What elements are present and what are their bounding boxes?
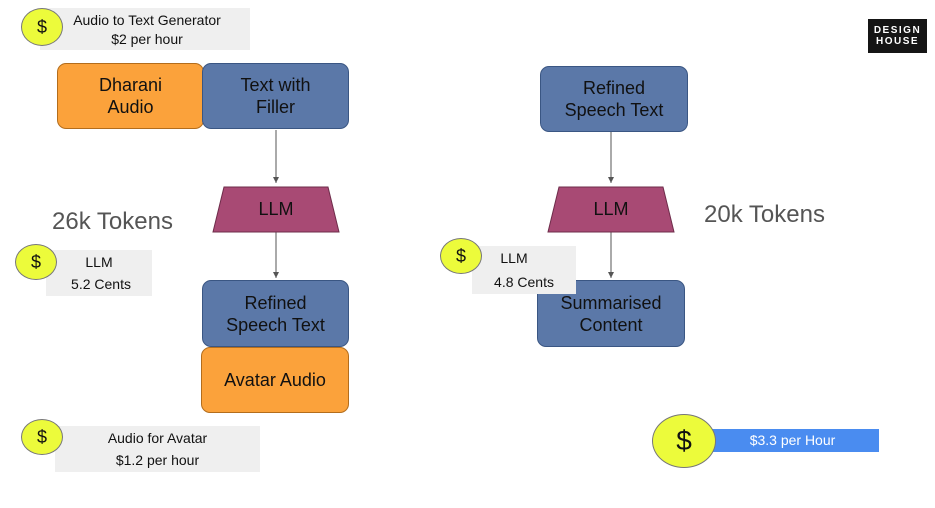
- dollar-coin-icon: $: [652, 414, 716, 468]
- logo-line-2: HOUSE: [875, 36, 920, 47]
- dollar-coin-icon: $: [21, 8, 63, 46]
- llm-right-title: LLM: [500, 250, 528, 266]
- llm-trapezoid-left: LLM: [212, 186, 340, 233]
- llm-label-left: LLM: [258, 199, 294, 219]
- summarised-content-box: Summarised Content: [537, 280, 685, 347]
- logo-line-1: DESIGN: [873, 25, 922, 36]
- left-token-count: 26k Tokens: [52, 208, 173, 235]
- avatar-audio-price: $1.2 per hour: [115, 452, 200, 468]
- audio-to-text-cost-label: Audio to Text Generator $2 per hour: [40, 8, 250, 50]
- avatar-audio-box: Avatar Audio: [201, 347, 349, 413]
- right-token-count: 20k Tokens: [704, 201, 825, 228]
- avatar-audio-cost-label: Audio for Avatar $1.2 per hour: [55, 426, 260, 472]
- llm-left-cost-label: LLM 5.2 Cents: [46, 250, 152, 296]
- audio-to-text-title: Audio to Text Generator: [73, 12, 221, 28]
- llm-right-cost-label: LLM 4.8 Cents: [472, 246, 576, 294]
- llm-trapezoid-right: LLM: [547, 186, 675, 233]
- llm-left-title: LLM: [85, 254, 113, 270]
- dollar-coin-icon: $: [15, 244, 57, 280]
- refined-speech-text-box-right: Refined Speech Text: [540, 66, 688, 132]
- dollar-coin-icon: $: [21, 419, 63, 455]
- dharani-audio-box: Dharani Audio: [57, 63, 204, 129]
- design-house-logo: DESIGN HOUSE: [868, 19, 927, 53]
- dollar-coin-icon: $: [440, 238, 482, 274]
- llm-right-price: 4.8 Cents: [494, 274, 554, 290]
- llm-left-price: 5.2 Cents: [71, 276, 131, 292]
- total-cost-bar: $3.3 per Hour: [700, 429, 879, 452]
- llm-label-right: LLM: [593, 199, 629, 219]
- text-with-filler-box: Text with Filler: [202, 63, 349, 129]
- total-cost-label: $3.3 per Hour: [749, 432, 836, 448]
- audio-to-text-price: $2 per hour: [111, 31, 183, 47]
- avatar-audio-title: Audio for Avatar: [107, 430, 208, 446]
- refined-speech-text-box-left: Refined Speech Text: [202, 280, 349, 347]
